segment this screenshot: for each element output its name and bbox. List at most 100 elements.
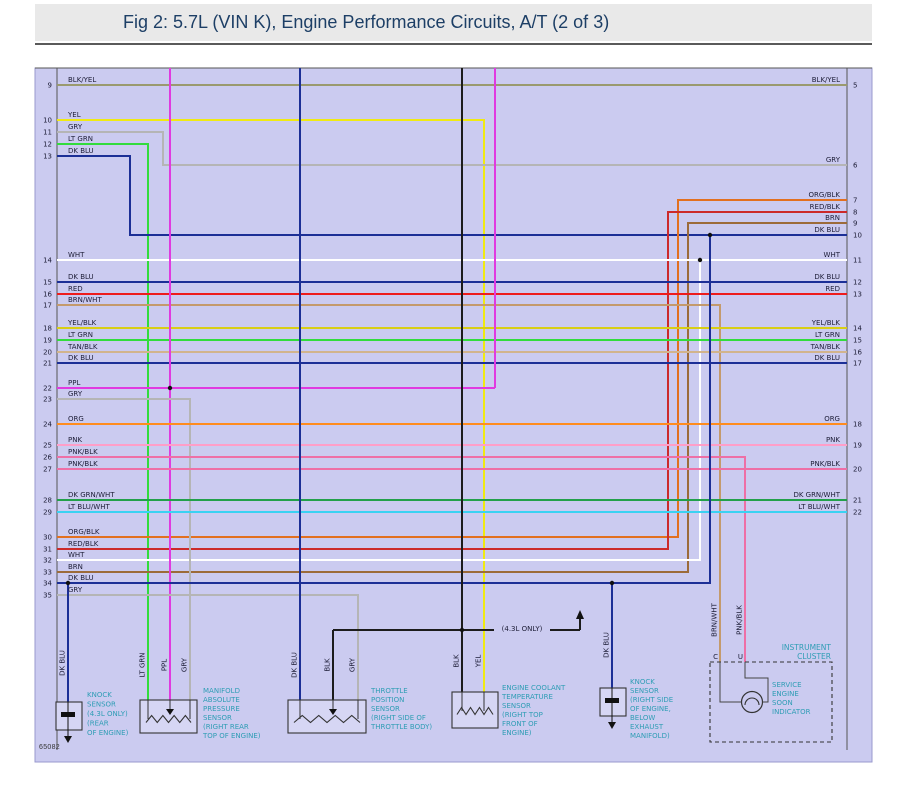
map-sensor-box	[139, 699, 198, 734]
knock-sensor-2-label: KNOCK	[630, 678, 655, 686]
left-pin-number: 11	[43, 129, 52, 137]
map-sensor-label: MANIFOLD	[203, 687, 240, 695]
ect-sensor-box	[451, 691, 499, 729]
cluster-wire-u	[744, 662, 769, 703]
cluster-wire-c	[719, 662, 742, 703]
ect-sensor-label: (RIGHT TOP	[502, 711, 543, 719]
left-pin-label: BRN	[68, 563, 83, 571]
right-pin-number: 20	[853, 466, 862, 474]
knock-sensor-2-label: SENSOR	[630, 687, 659, 695]
right-pin-number: 15	[853, 337, 862, 345]
wire-dkblu-l13-r10	[57, 155, 847, 236]
left-pin-label: GRY	[68, 390, 83, 398]
left-pin-label: GRY	[68, 586, 83, 594]
right-pin-number: 13	[853, 291, 862, 299]
junction-dot	[697, 257, 703, 263]
wire-pnkblk-l26-cluster	[57, 456, 746, 662]
right-pin-label: TAN/BLK	[810, 343, 841, 351]
left-pin-number: 23	[43, 396, 52, 404]
wire-gry-l23-map	[57, 398, 191, 700]
knock-sensor-1-label: OF ENGINE)	[87, 729, 129, 737]
left-pin-label: DK BLU	[68, 354, 94, 362]
left-pin-label: LT GRN	[68, 135, 93, 143]
figure-title: Fig 2: 5.7L (VIN K), Engine Performance …	[123, 12, 610, 32]
left-pin-number: 16	[43, 291, 52, 299]
left-pin-label: WHT	[68, 551, 85, 559]
left-pin-number: 24	[43, 421, 52, 429]
right-pin-label: ORG	[824, 415, 840, 423]
instrument-cluster-box	[709, 661, 833, 743]
junction-dot	[459, 627, 465, 633]
left-pin-number: 32	[43, 557, 52, 565]
knock-sensor-1-label: (4.3L ONLY)	[87, 710, 128, 718]
right-pin-number: 5	[853, 82, 857, 90]
junction-dot	[707, 232, 713, 238]
map-sensor-label: PRESSURE	[203, 705, 240, 713]
wire-dkblu-l34	[57, 235, 711, 584]
left-pin-label: DK BLU	[68, 147, 94, 155]
right-pin-number: 9	[853, 220, 857, 228]
right-pin-label: BLK/YEL	[812, 76, 840, 84]
right-pin-number: 12	[853, 279, 862, 287]
left-pin-number: 14	[43, 257, 52, 265]
knock-sensor-2-label: MANIFOLD)	[630, 732, 670, 740]
knock-sensor-2-label: (RIGHT SIDE	[630, 696, 673, 704]
left-pin-number: 35	[43, 592, 52, 600]
note-43l-bg	[494, 622, 550, 635]
knock-sensor-2-label: EXHAUST	[630, 723, 664, 731]
ses-indicator-label: ENGINE	[772, 690, 799, 698]
knock-sensor-1-label: SENSOR	[87, 701, 116, 709]
left-pin-number: 29	[43, 509, 52, 517]
right-pin-label: RED/BLK	[810, 203, 841, 211]
tps-pot-zigzag	[293, 714, 361, 724]
wire-brn-l33-r9	[57, 222, 847, 573]
wire-orgblk-l30-r7	[57, 199, 847, 538]
left-pin-label: DK BLU	[68, 273, 94, 281]
throttle-position-sensor-label: SENSOR	[371, 705, 400, 713]
right-pin-label: ORG/BLK	[809, 191, 841, 199]
right-pin-number: 10	[853, 232, 862, 240]
left-pin-label: YEL/BLK	[67, 319, 97, 327]
knock-sensor-1-symbol-ground-arrow-icon	[64, 736, 72, 743]
right-pin-label: PNK/BLK	[810, 460, 840, 468]
wire-ltgrn-l12-map	[57, 143, 149, 700]
junction-dot	[167, 385, 173, 391]
ect-sensor-label: ENGINE)	[502, 729, 532, 737]
left-pin-label: DK BLU	[68, 574, 94, 582]
wire-yel-l10-ect	[57, 119, 485, 692]
ses-indicator-label: SERVICE	[772, 681, 802, 689]
vertical-wire-label: DK BLU	[603, 632, 611, 658]
left-pin-label: RED	[68, 285, 83, 293]
left-pin-number: 15	[43, 279, 52, 287]
map-sensor-label: SENSOR	[203, 714, 232, 722]
cluster-terminal-c: C	[713, 653, 718, 661]
wire-gry-l11-r6	[57, 131, 847, 166]
ses-indicator-label: SOON	[772, 699, 793, 707]
left-pin-label: PPL	[68, 379, 80, 387]
left-pin-number: 34	[43, 580, 52, 588]
ect-sensor-label: SENSOR	[502, 702, 531, 710]
arrow-up-43l-icon	[576, 610, 584, 619]
right-pin-label: DK GRN/WHT	[793, 491, 840, 499]
left-pin-number: 27	[43, 466, 52, 474]
left-pin-label: GRY	[68, 123, 83, 131]
right-pin-label: DK BLU	[814, 226, 840, 234]
left-pin-label: PNK	[68, 436, 82, 444]
right-pin-label: BRN	[825, 214, 840, 222]
left-pin-label: ORG	[68, 415, 84, 423]
wire-redblk-l31-r8	[57, 211, 847, 550]
right-pin-number: 19	[853, 442, 862, 450]
left-pin-label: PNK/BLK	[68, 460, 98, 468]
wire-brnwht-l17-cluster	[57, 304, 721, 662]
left-pin-number: 33	[43, 569, 52, 577]
note-43l: (4.3L ONLY)	[502, 625, 543, 633]
vertical-wire-label: BRN/WHT	[711, 602, 719, 636]
left-pin-label: LT BLU/WHT	[68, 503, 110, 511]
right-pin-label: LT BLU/WHT	[798, 503, 840, 511]
map-sensor-label: (RIGHT REAR	[203, 723, 249, 731]
vertical-wire-label: GRY	[181, 657, 189, 672]
vertical-wire-label: GRY	[349, 657, 357, 672]
instrument-cluster-title: CLUSTER	[797, 652, 831, 661]
map-sensor-label: TOP OF ENGINE)	[202, 732, 261, 740]
